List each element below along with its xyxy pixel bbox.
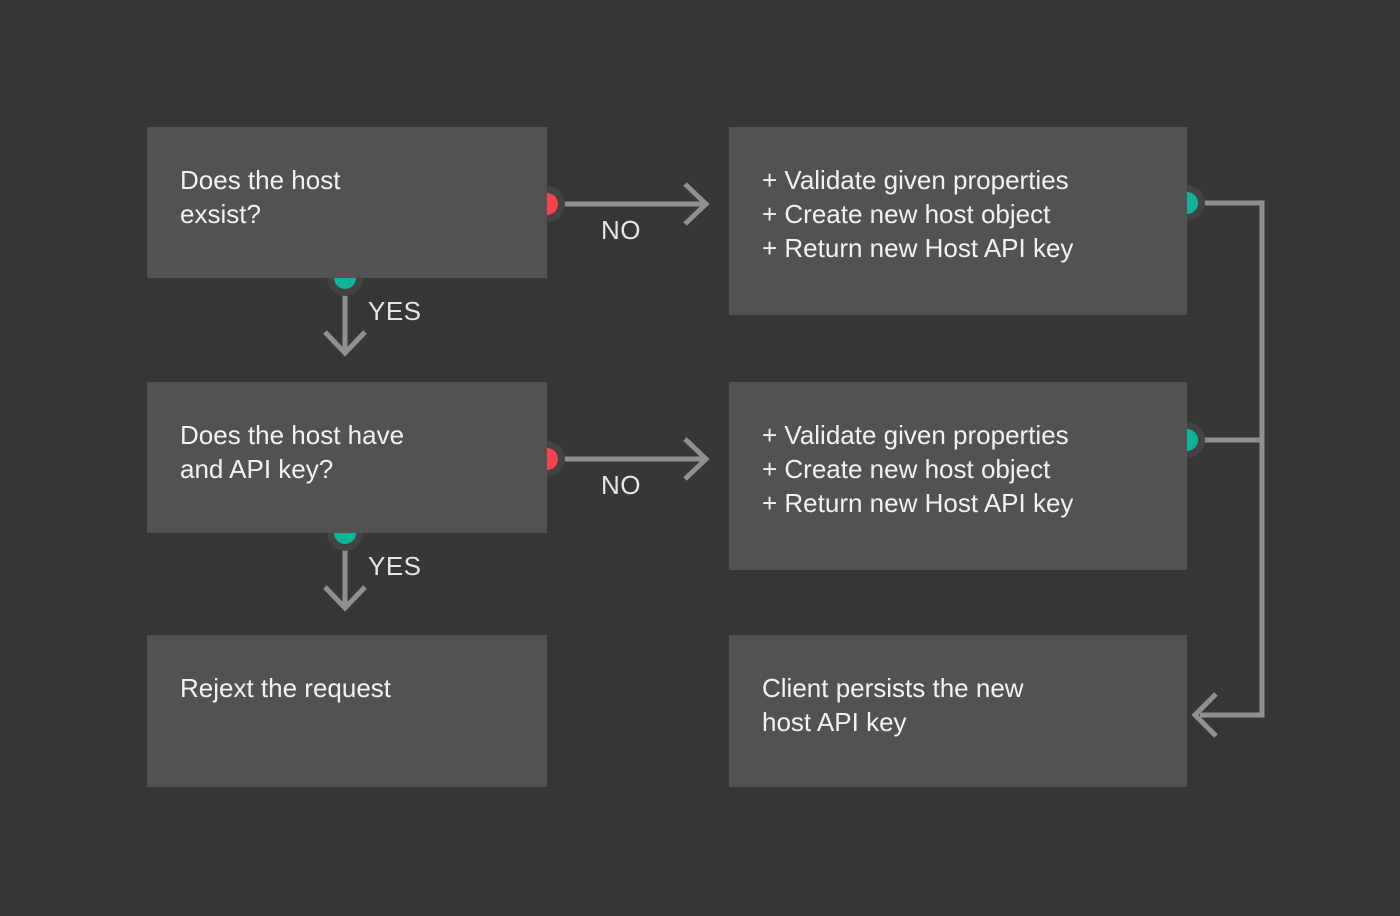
arrow-right-icon [683, 182, 710, 226]
node-text-line: Does the host have [180, 420, 405, 450]
node-text-line: + Return new Host API key [762, 488, 1074, 518]
edge-label-no-mid: NO [601, 470, 641, 500]
arrow-down-icon [323, 330, 367, 357]
node-action-create-host-top: + Validate given properties + Create new… [729, 127, 1187, 315]
node-reject-request: Rejext the request [147, 635, 547, 787]
node-decision-host-has-key: Does the host have and API key? [147, 382, 547, 533]
edge-label-no-top: NO [601, 215, 641, 245]
node-text-line: + Validate given properties [762, 420, 1069, 450]
node-text-line: host API key [762, 707, 907, 737]
node-text-line: and API key? [180, 454, 334, 484]
arrow-down-icon [323, 585, 367, 612]
node-text-line: + Create new host object [762, 199, 1051, 229]
edge-return-key-line [1187, 200, 1265, 718]
edge-label-yes-mid: YES [368, 551, 422, 581]
node-client-persists-key: Client persists the new host API key [729, 635, 1187, 787]
edge-label-yes-top: YES [368, 296, 422, 326]
node-text-line: + Create new host object [762, 454, 1051, 484]
arrow-right-icon [683, 437, 710, 481]
arrow-left-icon [1191, 692, 1218, 738]
node-text-line: Rejext the request [180, 673, 392, 703]
node-text-line: Does the host [180, 165, 341, 195]
node-text-line: Client persists the new [762, 673, 1024, 703]
node-action-create-host-mid: + Validate given properties + Create new… [729, 382, 1187, 570]
node-text-line: exsist? [180, 199, 261, 229]
node-text-line: + Return new Host API key [762, 233, 1074, 263]
node-text-line: + Validate given properties [762, 165, 1069, 195]
node-decision-host-exists: Does the host exsist? [147, 127, 547, 278]
